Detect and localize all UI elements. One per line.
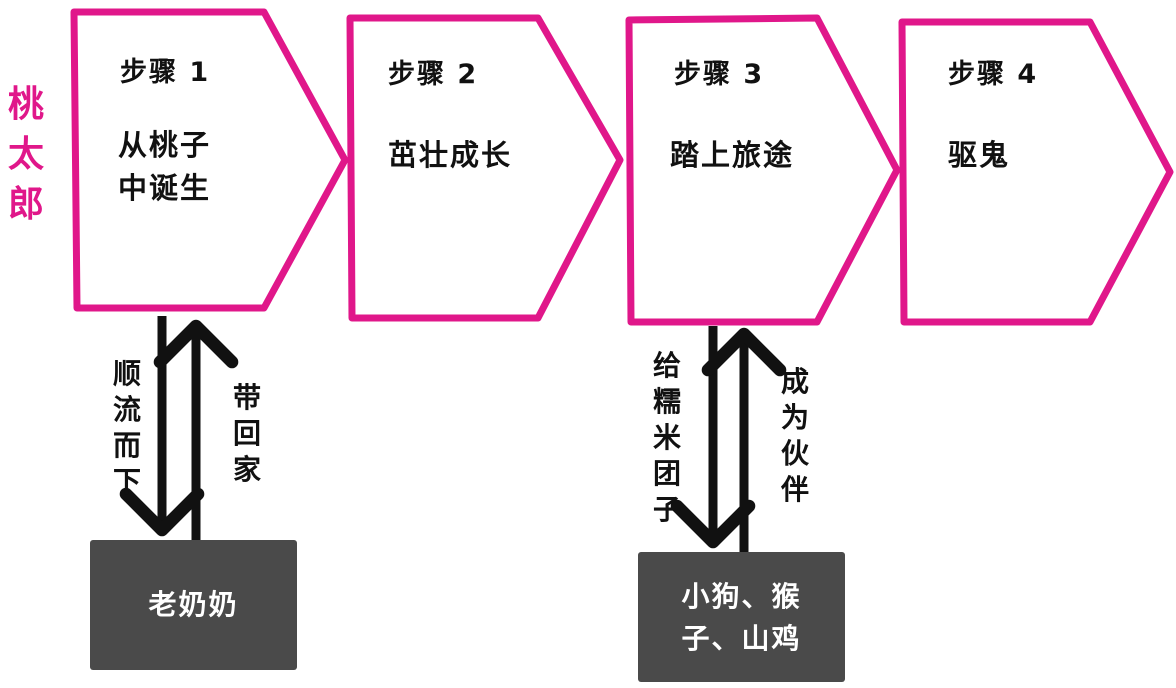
character-box-1-text: 老奶奶 [148, 588, 239, 621]
step-2-shape [346, 14, 624, 322]
character-box-2-text: 小狗、猴 子、山鸡 [681, 580, 802, 655]
character-box-2 [638, 552, 845, 682]
link-2-up-label: 成为伙伴 [780, 365, 811, 506]
step-3-shape [625, 14, 901, 326]
step-1-text: 从桃子 中诞生 [118, 128, 212, 205]
step-3-text: 踏上旅途 [670, 138, 795, 172]
link-1-down-label: 顺流而下 [112, 357, 143, 498]
step-4-label: 步骤 4 [948, 59, 1039, 90]
step-4-shape [898, 18, 1174, 326]
link-2-down-label: 给糯米团子 [652, 349, 683, 526]
step-2-text: 茁壮成长 [388, 138, 513, 172]
step-1-label: 步骤 1 [120, 57, 211, 88]
step-2-label: 步骤 2 [388, 59, 479, 90]
step-3-label: 步骤 3 [674, 59, 765, 90]
step-1-shape [70, 8, 349, 312]
character-box-1 [90, 540, 297, 670]
link-1-up-label: 带回家 [232, 381, 263, 486]
story-title: 桃太郎 [7, 84, 44, 225]
step-4-text: 驱鬼 [948, 138, 1011, 172]
